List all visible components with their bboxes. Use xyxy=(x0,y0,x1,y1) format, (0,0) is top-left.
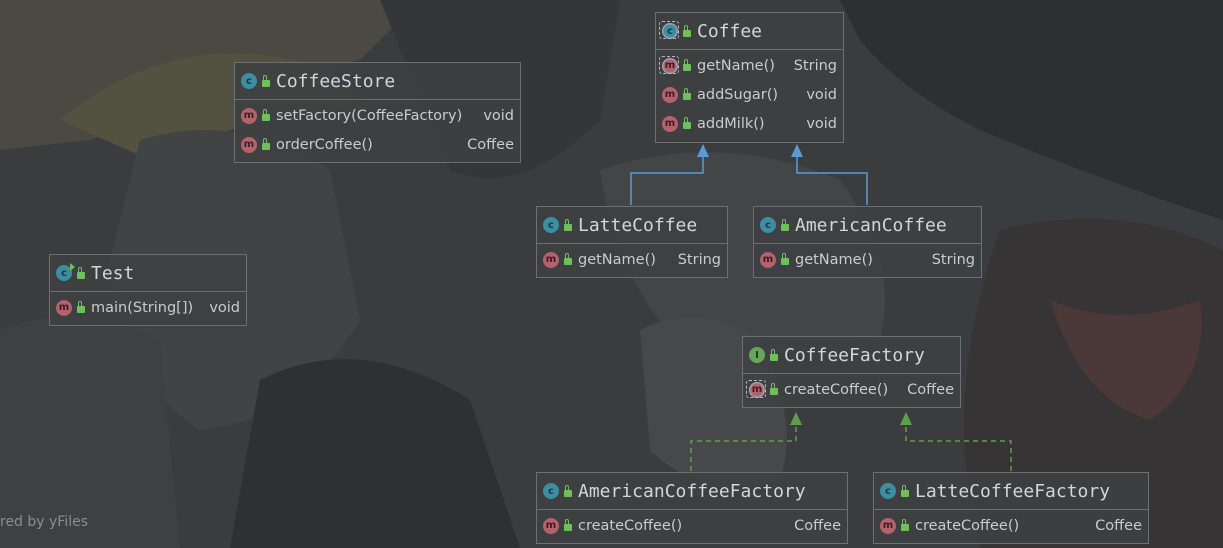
method-name: setFactory(CoffeeFactory) xyxy=(276,107,463,124)
method-icon: m xyxy=(543,517,559,534)
class-header: c CoffeeStore xyxy=(235,63,520,100)
method-name: addMilk() xyxy=(697,115,765,132)
method-return-type: void xyxy=(483,107,514,124)
class-header: c LatteCoffeeFactory xyxy=(874,473,1148,510)
class-title: CoffeeFactory xyxy=(784,344,925,366)
public-lock-icon xyxy=(683,59,691,71)
class-title: LatteCoffeeFactory xyxy=(915,480,1111,502)
class-header: c AmericanCoffeeFactory xyxy=(537,473,847,510)
class-node-lattecoffeefactory[interactable]: c LatteCoffeeFactory m createCoffee() Co… xyxy=(873,472,1149,544)
class-header: c AmericanCoffee xyxy=(754,207,981,244)
public-lock-icon xyxy=(901,519,909,531)
method-return-type: void xyxy=(806,86,837,103)
powered-by-footer: red by yFiles xyxy=(0,514,89,530)
method-name: createCoffee() xyxy=(915,517,1020,534)
method-row[interactable]: m orderCoffee() Coffee xyxy=(235,130,520,159)
public-lock-icon xyxy=(77,266,85,279)
abstract-method-icon: m xyxy=(659,55,679,74)
method-row[interactable]: m createCoffee() Coffee xyxy=(743,375,960,404)
public-lock-icon xyxy=(683,24,691,37)
abstract-class-icon: c xyxy=(659,21,679,39)
class-icon: c xyxy=(880,483,896,499)
class-header: c Test xyxy=(50,255,246,292)
public-lock-icon xyxy=(262,138,270,150)
method-name: orderCoffee() xyxy=(276,136,373,153)
public-lock-icon xyxy=(564,519,572,531)
class-header: I CoffeeFactory xyxy=(743,337,960,374)
class-title: CoffeeStore xyxy=(276,70,396,92)
class-header: c LatteCoffee xyxy=(537,207,727,244)
method-return-type: String xyxy=(677,251,721,268)
public-lock-icon xyxy=(564,253,572,265)
class-title: LatteCoffee xyxy=(578,214,698,236)
class-icon: c xyxy=(241,73,257,89)
method-row[interactable]: m getName() String xyxy=(656,51,843,80)
method-return-type: String xyxy=(793,57,837,74)
class-node-coffee[interactable]: c Coffee m getName() String m addSugar()… xyxy=(655,12,844,143)
method-name: addSugar() xyxy=(697,86,779,103)
class-title: AmericanCoffee xyxy=(795,214,947,236)
runnable-class-icon: c xyxy=(56,263,75,281)
public-lock-icon xyxy=(262,74,270,87)
public-lock-icon xyxy=(781,218,789,231)
public-lock-icon xyxy=(683,117,691,129)
method-row[interactable]: m main(String[]) void xyxy=(50,293,246,322)
method-row[interactable]: m getName() String xyxy=(537,245,727,274)
method-return-type: String xyxy=(931,251,975,268)
method-name: createCoffee() xyxy=(578,517,683,534)
class-title: AmericanCoffeeFactory xyxy=(578,480,806,502)
method-return-type: Coffee xyxy=(907,381,954,398)
class-node-test[interactable]: c Test m main(String[]) void xyxy=(49,254,247,326)
method-row[interactable]: m addSugar() void xyxy=(656,80,843,109)
abstract-method-icon: m xyxy=(746,379,766,398)
public-lock-icon xyxy=(770,383,778,395)
method-icon: m xyxy=(760,251,776,268)
static-method-icon: m xyxy=(56,299,72,316)
method-row[interactable]: m addMilk() void xyxy=(656,109,843,138)
public-lock-icon xyxy=(683,88,691,100)
method-return-type: void xyxy=(209,299,240,316)
class-icon: c xyxy=(543,483,559,499)
method-icon: m xyxy=(880,517,896,534)
class-title: Coffee xyxy=(697,20,763,42)
public-lock-icon xyxy=(564,218,572,231)
public-lock-icon xyxy=(901,484,909,497)
method-return-type: Coffee xyxy=(1095,517,1142,534)
class-title: Test xyxy=(91,262,135,284)
class-node-lattecoffee[interactable]: c LatteCoffee m getName() String xyxy=(536,206,728,278)
method-return-type: void xyxy=(806,115,837,132)
class-icon: c xyxy=(543,217,559,233)
method-icon: m xyxy=(543,251,559,268)
method-row[interactable]: m getName() String xyxy=(754,245,981,274)
class-node-americancoffeefactory[interactable]: c AmericanCoffeeFactory m createCoffee()… xyxy=(536,472,848,544)
public-lock-icon xyxy=(770,348,778,361)
method-row[interactable]: m createCoffee() Coffee xyxy=(537,511,847,540)
method-return-type: Coffee xyxy=(794,517,841,534)
method-icon: m xyxy=(662,115,678,132)
public-lock-icon xyxy=(781,253,789,265)
class-node-coffeestore[interactable]: c CoffeeStore m setFactory(CoffeeFactory… xyxy=(234,62,521,163)
class-header: c Coffee xyxy=(656,13,843,50)
method-name: createCoffee() xyxy=(784,381,889,398)
class-node-americancoffee[interactable]: c AmericanCoffee m getName() String xyxy=(753,206,982,278)
method-return-type: Coffee xyxy=(467,136,514,153)
method-name: getName() xyxy=(795,251,873,268)
public-lock-icon xyxy=(564,484,572,497)
interface-node-coffeefactory[interactable]: I CoffeeFactory m createCoffee() Coffee xyxy=(742,336,961,408)
method-icon: m xyxy=(662,86,678,103)
method-name: main(String[]) xyxy=(91,299,194,316)
class-icon: c xyxy=(760,217,776,233)
interface-icon: I xyxy=(749,347,765,363)
method-row[interactable]: m createCoffee() Coffee xyxy=(874,511,1148,540)
method-icon: m xyxy=(241,107,257,124)
method-name: getName() xyxy=(578,251,656,268)
method-icon: m xyxy=(241,136,257,153)
method-name: getName() xyxy=(697,57,775,74)
public-lock-icon xyxy=(77,301,85,313)
public-lock-icon xyxy=(262,109,270,121)
method-row[interactable]: m setFactory(CoffeeFactory) void xyxy=(235,101,520,130)
